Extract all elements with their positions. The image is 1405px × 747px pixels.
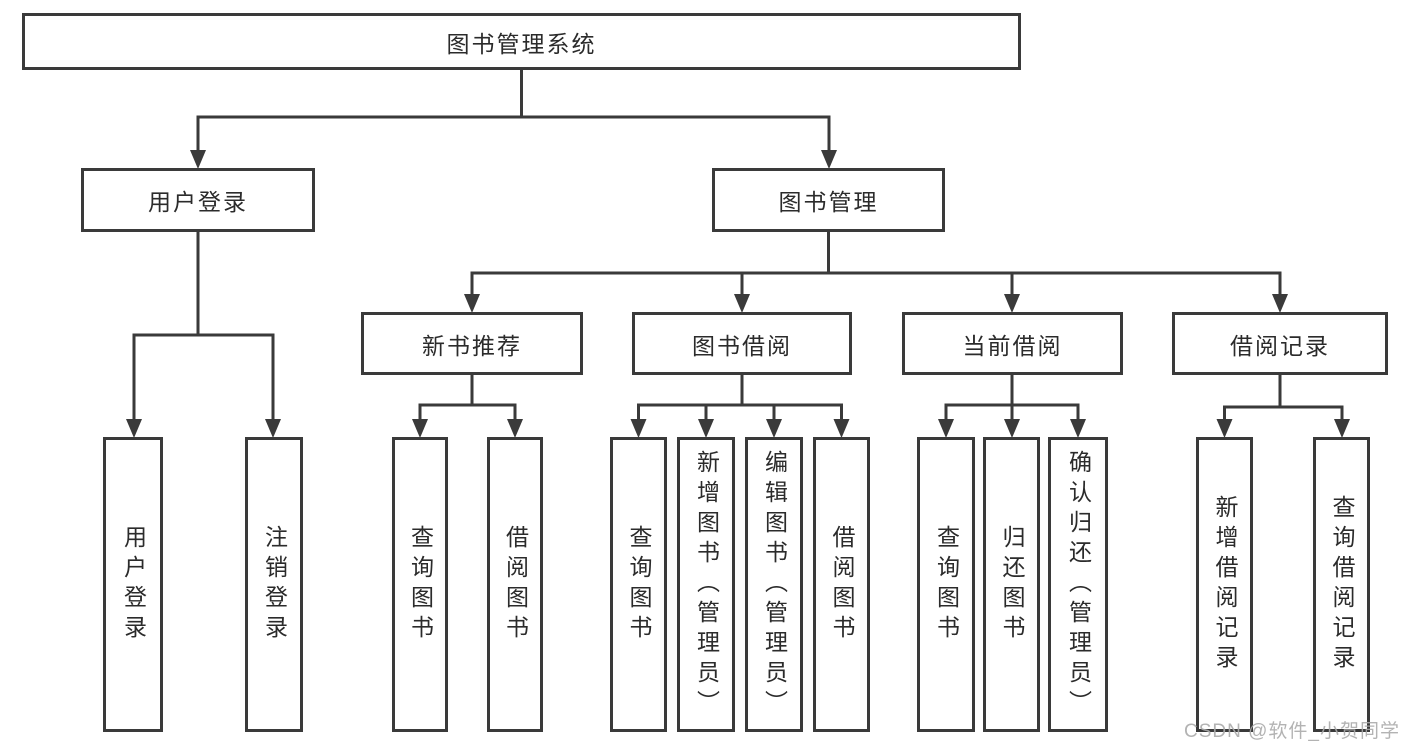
node-label: 新书推荐 (422, 332, 522, 359)
leaf-query-borrow-record: 查询借阅记录 (1313, 437, 1370, 732)
leaf-return-books: 归还图书 (983, 437, 1040, 732)
node-label: 借阅记录 (1230, 332, 1330, 359)
leaf-label: 新增图书（管理员） (693, 449, 720, 720)
node-book-management-system: 图书管理系统 (22, 13, 1021, 70)
leaf-user-login: 用户登录 (103, 437, 163, 732)
leaf-label: 新增借阅记录 (1212, 494, 1238, 675)
leaf-label: 借阅图书 (502, 524, 529, 645)
node-label: 图书管理 (778, 189, 879, 215)
node-book-borrowing: 图书借阅 (632, 312, 852, 375)
leaf-borrow-books-1: 借阅图书 (487, 437, 543, 732)
leaf-label: 查询图书 (407, 524, 434, 645)
leaf-label: 编辑图书（管理员） (761, 449, 788, 720)
leaf-label: 借阅图书 (829, 524, 855, 645)
node-label: 图书借阅 (692, 332, 792, 359)
leaf-query-books-3: 查询图书 (917, 437, 975, 732)
leaf-label: 查询图书 (933, 524, 960, 645)
leaf-add-borrow-record: 新增借阅记录 (1196, 437, 1253, 732)
node-label: 用户登录 (148, 189, 248, 215)
leaf-query-books-2: 查询图书 (610, 437, 667, 732)
leaf-label: 确认归还（管理员） (1065, 449, 1092, 720)
node-user-login: 用户登录 (81, 168, 315, 232)
leaf-label: 注销登录 (261, 524, 288, 645)
node-current-borrowing: 当前借阅 (902, 312, 1123, 375)
leaf-add-books-admin: 新增图书（管理员） (677, 437, 735, 732)
leaf-label: 归还图书 (999, 524, 1025, 645)
leaf-borrow-books-2: 借阅图书 (813, 437, 870, 732)
leaf-label: 查询图书 (626, 524, 652, 645)
node-borrowing-records: 借阅记录 (1172, 312, 1388, 375)
node-new-book-recommendation: 新书推荐 (361, 312, 583, 375)
leaf-query-books-1: 查询图书 (392, 437, 448, 732)
node-label: 当前借阅 (962, 332, 1063, 359)
leaf-confirm-return-admin: 确认归还（管理员） (1048, 437, 1108, 732)
watermark: CSDN @软件_小贺同学 (1184, 721, 1400, 742)
leaf-label: 查询借阅记录 (1329, 494, 1355, 675)
node-label: 图书管理系统 (446, 30, 597, 57)
node-book-management: 图书管理 (712, 168, 945, 232)
leaf-edit-books-admin: 编辑图书（管理员） (745, 437, 803, 732)
leaf-logout: 注销登录 (245, 437, 303, 732)
leaf-label: 用户登录 (120, 524, 147, 645)
